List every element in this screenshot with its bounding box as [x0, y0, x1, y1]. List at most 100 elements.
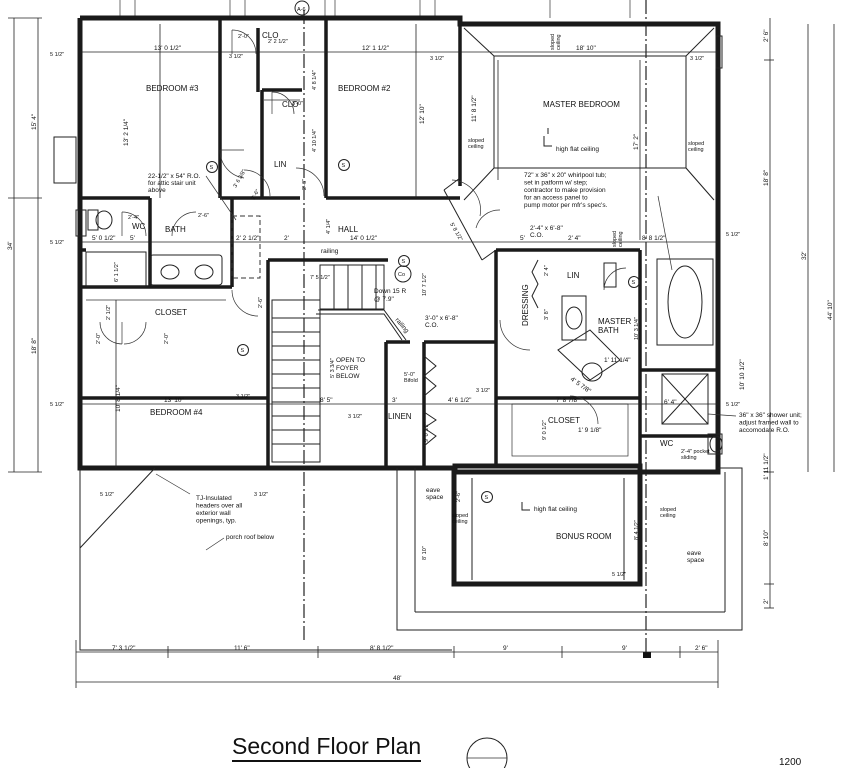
master-bedroom-label: MASTER BEDROOM: [543, 100, 620, 109]
chimney: [53, 136, 77, 184]
dim-bot-9b: 9': [622, 645, 627, 652]
wc-left-label: WC: [132, 222, 146, 231]
smoke-detector-icon: S: [398, 255, 410, 267]
dim-eave-2-6: 2'-6": [456, 491, 462, 502]
dim-bed4-width: 13' 10": [164, 397, 185, 404]
co-hall-note: 3'-0" x 6'-8"C.O.: [425, 315, 458, 329]
dim-closet-2-0a: 2'-0": [96, 333, 102, 344]
note-leaders: [155, 175, 737, 495]
dim-dressing-2-4: 2' 4": [544, 265, 550, 276]
dim-clo-2-0: 2'-0": [238, 34, 249, 40]
dim-hall-5: 5': [130, 235, 135, 242]
dim-bot-9a: 9': [503, 645, 508, 652]
hall-label: HALL: [338, 225, 359, 234]
dressing-label: DRESSING: [521, 284, 530, 326]
smoke-detector-label: S: [241, 348, 245, 354]
dim-top-master: 18' 10": [576, 45, 597, 52]
dim-closet-2-1: 2' 1/2": [106, 305, 112, 320]
railing-top-note: railing: [321, 248, 339, 255]
dim-overall-width: 48': [393, 675, 401, 682]
porch-roof-leader: [205, 537, 225, 551]
dim-bath-2-4: 2'-4": [128, 215, 139, 221]
wall-offset: 3 1/2": [476, 388, 490, 394]
dim-clo-2-2: 2' 2 1/2": [268, 39, 288, 45]
master-bath-fixtures: [557, 258, 723, 455]
dim-right-32: 32': [801, 252, 808, 260]
master-bath-line2: BATH: [598, 326, 619, 335]
wall-offset: 5 1/2": [50, 240, 64, 246]
door-swings: [99, 29, 627, 425]
dim-bot-7-3: 7' 3 1/2": [112, 645, 136, 652]
bonus-room-ceiling: [471, 478, 625, 580]
dim-closet-2-0b: 2'-0": [164, 333, 170, 344]
section-marker-label: A-6: [297, 7, 306, 13]
ceiling-arrows: [521, 128, 552, 511]
dim-bed2-12-10: 12' 10": [419, 103, 426, 124]
dim-left-15-4: 15' 4": [31, 113, 38, 130]
attic-stair-opening: [231, 215, 261, 279]
bifold-doors: [423, 259, 539, 447]
dim-right-44-10: 44' 10": [827, 299, 834, 320]
clo-mid-label: CLO: [282, 100, 298, 109]
dim-hall-width: 14' 0 1/2": [350, 235, 378, 242]
smoke-detector-label: S: [342, 163, 346, 169]
dim-clo-3-0: 3'-0": [292, 101, 303, 107]
dim-stair-85: 8' 5": [320, 397, 333, 404]
dim-hall-5-3: 5' 3 3/4": [330, 358, 336, 378]
dim-bath-mid: 2' 2 1/2": [236, 235, 260, 242]
section-marker: A-6: [294, 0, 310, 16]
smoke-detector-icon: S: [237, 344, 249, 356]
dim-master-2-4: 2' 4": [568, 235, 581, 242]
bath-label: BATH: [165, 225, 186, 234]
lin-master-label: LIN: [567, 271, 580, 280]
bonus-room-label: BONUS ROOM: [556, 532, 612, 541]
dim-master-5: 5': [520, 235, 525, 242]
dim-linen-9-0: 9' 0 1/2": [424, 422, 430, 442]
dim-left-34: 34': [7, 242, 14, 250]
co-detector-label: Co: [398, 272, 405, 278]
dim-master-10-10: 10' 10 1/2": [739, 359, 746, 390]
wall-offset: 3 1/2": [254, 492, 268, 498]
sheet-reference: 1200: [779, 757, 802, 768]
sloped-hall-note: slopedceiling: [612, 231, 624, 247]
drawing-title: Second Floor Plan: [232, 733, 422, 763]
dim-right-8-10: 8' 10": [763, 529, 770, 546]
dim-hall-5-8: 5' 8 1/2": [448, 222, 463, 242]
dimension-lines: [8, 17, 835, 688]
porch-roof-outline: [79, 467, 743, 651]
closet-left-label: CLOSET: [155, 308, 187, 317]
dim-bed3-13-2: 13' 2 1/4": [123, 118, 130, 146]
wall-offset: 5 1/2": [50, 52, 64, 58]
exterior-walls: [77, 15, 721, 587]
top-window-ticks: [119, 0, 631, 18]
closet-master-label: CLOSET: [548, 416, 580, 425]
dim-bot-11-6: 11' 6": [234, 645, 250, 652]
dim-right-2-6: 2' 6": [763, 29, 770, 42]
dim-right-18-8: 18' 8": [763, 169, 770, 186]
smoke-detector-icon: S: [338, 159, 350, 171]
smoke-detector-icon: S: [481, 491, 493, 503]
wall-offset: 3 1/2": [229, 54, 243, 60]
dim-bot-8-8: 8' 8 1/2": [370, 645, 394, 652]
stairway: [271, 264, 407, 463]
down-stairs-note: Down 15 R@ 7.9": [374, 288, 406, 303]
high-flat-bonus-note: high flat ceiling: [534, 506, 577, 513]
smoke-detector-label: S: [402, 259, 406, 265]
master-bath-line: MASTER: [598, 317, 632, 326]
wall-offset: 5 1/2": [726, 402, 740, 408]
smoke-detector-label: S: [210, 165, 214, 171]
smoke-detector-icon: S: [628, 276, 640, 288]
dim-dressing-3-8: 3' 8": [544, 309, 550, 320]
dim-clo-4-10: 4' 10 1/4": [312, 129, 318, 152]
clo-top-label: CLO: [262, 31, 278, 40]
dim-stair-2-6: 2'-6": [251, 188, 262, 201]
bath-fixtures: [85, 209, 223, 287]
dim-left-18-8: 18' 8": [31, 337, 38, 354]
dim-master-10-3: 10' 3 1/4": [634, 317, 640, 340]
